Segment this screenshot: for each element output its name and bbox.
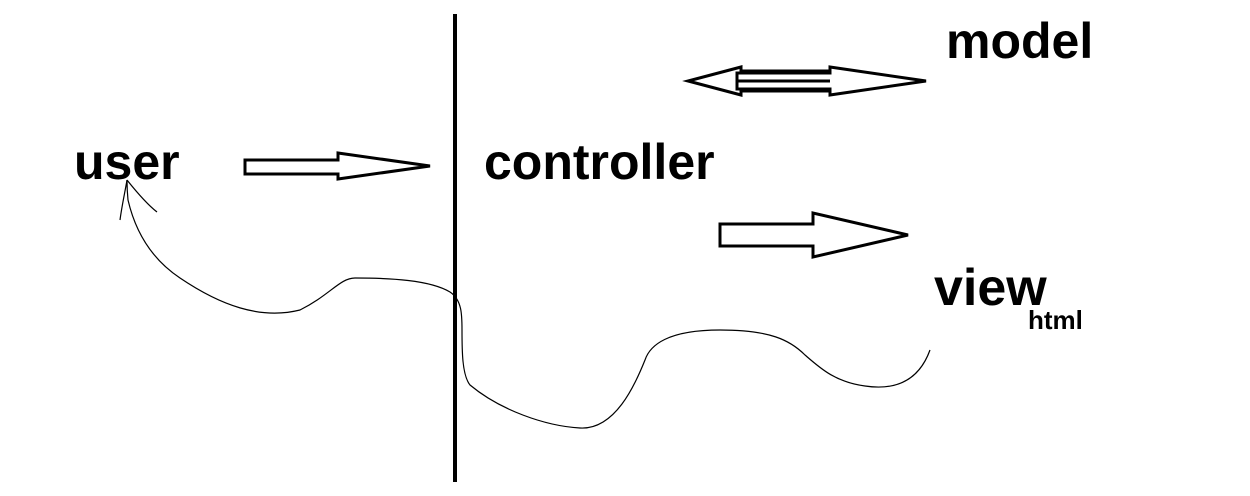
user-label: user — [74, 134, 180, 190]
view-subscript-label: html — [1028, 305, 1083, 335]
view-label: view — [934, 259, 1047, 317]
model-label: model — [946, 13, 1094, 69]
arrow-controller-to-model — [735, 65, 927, 97]
controller-label: controller — [484, 134, 715, 190]
return-path-arrowhead — [119, 179, 158, 221]
arrow-user-to-controller — [243, 151, 431, 181]
return-path-curve — [126, 179, 931, 429]
arrow-controller-to-view — [718, 211, 909, 259]
arrow-controller-model-bidirectional — [682, 65, 927, 97]
